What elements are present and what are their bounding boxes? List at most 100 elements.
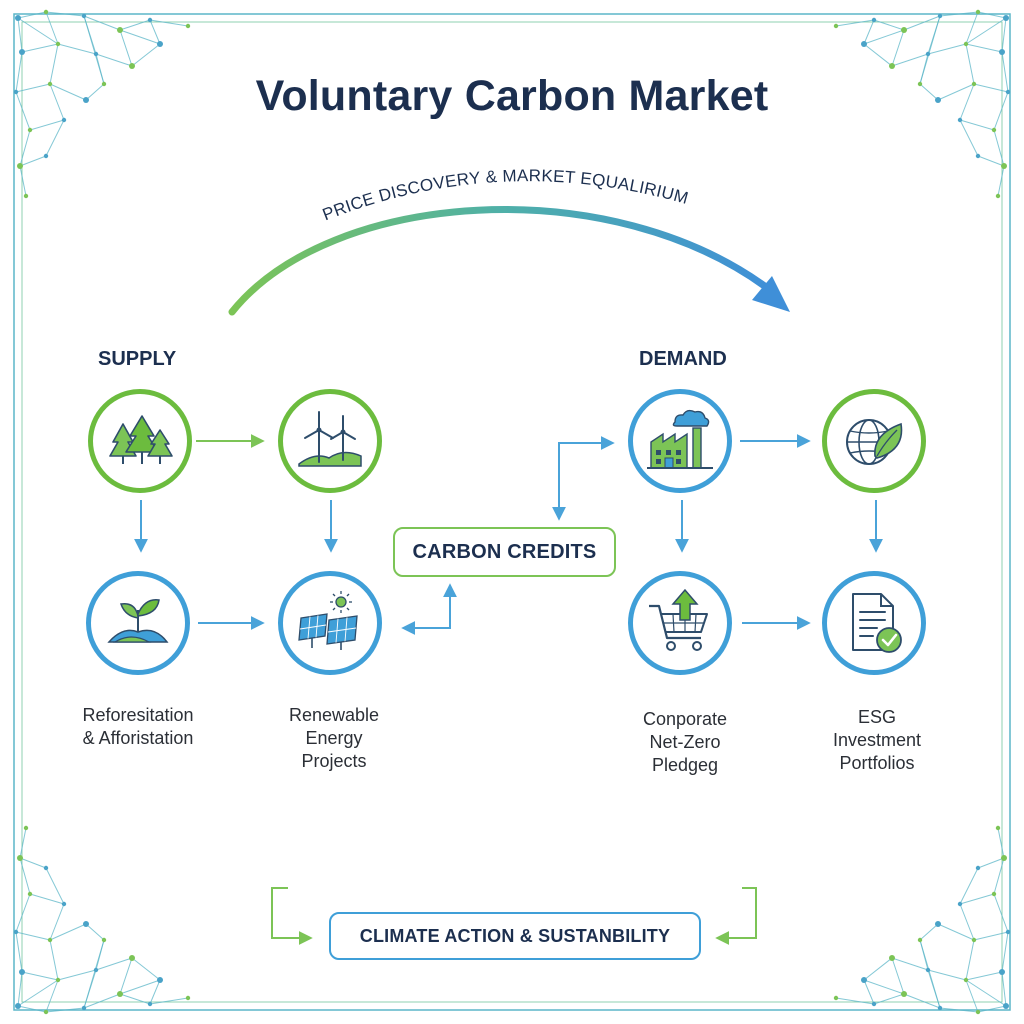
network-edge [45, 867, 65, 905]
network-node [975, 9, 981, 15]
esg-caption-text: ESG Investment Portfolios [832, 707, 922, 773]
network-node [925, 51, 931, 57]
network-edge [19, 155, 47, 167]
network-edge [977, 11, 1007, 19]
network-node [935, 97, 941, 103]
network-edge [965, 971, 1003, 981]
network-corner-bottom-right [833, 825, 1011, 1015]
network-edge [993, 893, 1009, 933]
network-node [957, 901, 963, 907]
network-edge [997, 165, 1005, 197]
network-edge [95, 53, 133, 67]
solar-panel-icon [298, 591, 358, 650]
network-edge [927, 43, 967, 55]
network-edge [19, 129, 31, 167]
network-edge [891, 957, 929, 971]
network-edge [45, 1007, 85, 1013]
network-edge [993, 91, 1009, 131]
network-node [861, 41, 867, 47]
network-edge [891, 957, 905, 995]
network-edge [939, 11, 979, 17]
network-edge [891, 53, 929, 67]
document-node [822, 571, 926, 675]
network-edge [891, 29, 905, 67]
network-node [937, 13, 943, 19]
network-node [975, 153, 981, 159]
network-node [963, 977, 969, 983]
network-edge [997, 827, 1005, 859]
network-node [27, 891, 33, 897]
network-node [1003, 1003, 1009, 1009]
network-edge [959, 119, 979, 157]
network-node [995, 825, 1001, 831]
network-edge [21, 971, 59, 981]
network-edge [17, 1005, 47, 1013]
network-edge [131, 957, 161, 981]
document-check-icon [852, 593, 902, 653]
network-node [47, 937, 53, 943]
network-node [975, 865, 981, 871]
network-edge [149, 979, 161, 1005]
solar-node [278, 571, 382, 675]
network-node [935, 921, 941, 927]
network-node [129, 63, 135, 69]
network-edge [863, 43, 893, 67]
network-node [1005, 929, 1011, 935]
diagram-title: Voluntary Carbon Market [255, 72, 769, 120]
network-edge [973, 931, 1009, 941]
network-edge [919, 15, 941, 85]
network-edge [965, 43, 975, 85]
demand-label: DEMAND [639, 348, 727, 370]
network-edge [119, 957, 133, 995]
network-node [93, 51, 99, 57]
network-edge [965, 11, 979, 45]
network-edge [15, 91, 31, 131]
network-node [971, 81, 977, 87]
network-edge [17, 979, 59, 1007]
network-edge [15, 893, 31, 933]
network-node [61, 117, 67, 123]
network-node [861, 977, 867, 983]
network-node [43, 153, 49, 159]
network-edge [977, 1005, 1007, 1013]
network-edge [85, 83, 105, 101]
network-node [917, 937, 923, 943]
network-corner-top-left [13, 9, 191, 199]
network-edge [863, 29, 905, 45]
network-edge [965, 979, 979, 1013]
network-node [93, 967, 99, 973]
network-edge [835, 997, 875, 1005]
network-edge [959, 903, 975, 941]
network-edge [131, 43, 161, 67]
network-edge [977, 857, 1005, 869]
network-node [1003, 15, 1009, 21]
network-edge [149, 19, 189, 27]
network-edge [49, 939, 59, 981]
network-node [23, 193, 29, 199]
network-node [157, 977, 163, 983]
network-node [43, 865, 49, 871]
network-node [43, 1009, 49, 1015]
supply-label: SUPPLY [98, 348, 177, 370]
network-edge [45, 11, 59, 45]
network-edge [17, 971, 23, 1007]
network-edge [119, 29, 161, 45]
network-node [17, 163, 23, 169]
network-node [55, 977, 61, 983]
carbon-credits-label: CARBON CREDITS [412, 540, 597, 563]
network-node [117, 27, 123, 33]
climate-action-label: CLIMATE ACTION & SUSTANBILITY [359, 925, 671, 946]
network-node [17, 855, 23, 861]
network-node [13, 929, 19, 935]
network-edge [965, 17, 1007, 45]
network-node [185, 23, 191, 29]
sprout-node [86, 571, 190, 675]
network-edge [863, 979, 875, 1005]
network-edge [863, 957, 893, 981]
network-node [19, 969, 25, 975]
network-edge [15, 51, 23, 93]
network-node [101, 937, 107, 943]
globe-leaf-icon [846, 419, 903, 465]
